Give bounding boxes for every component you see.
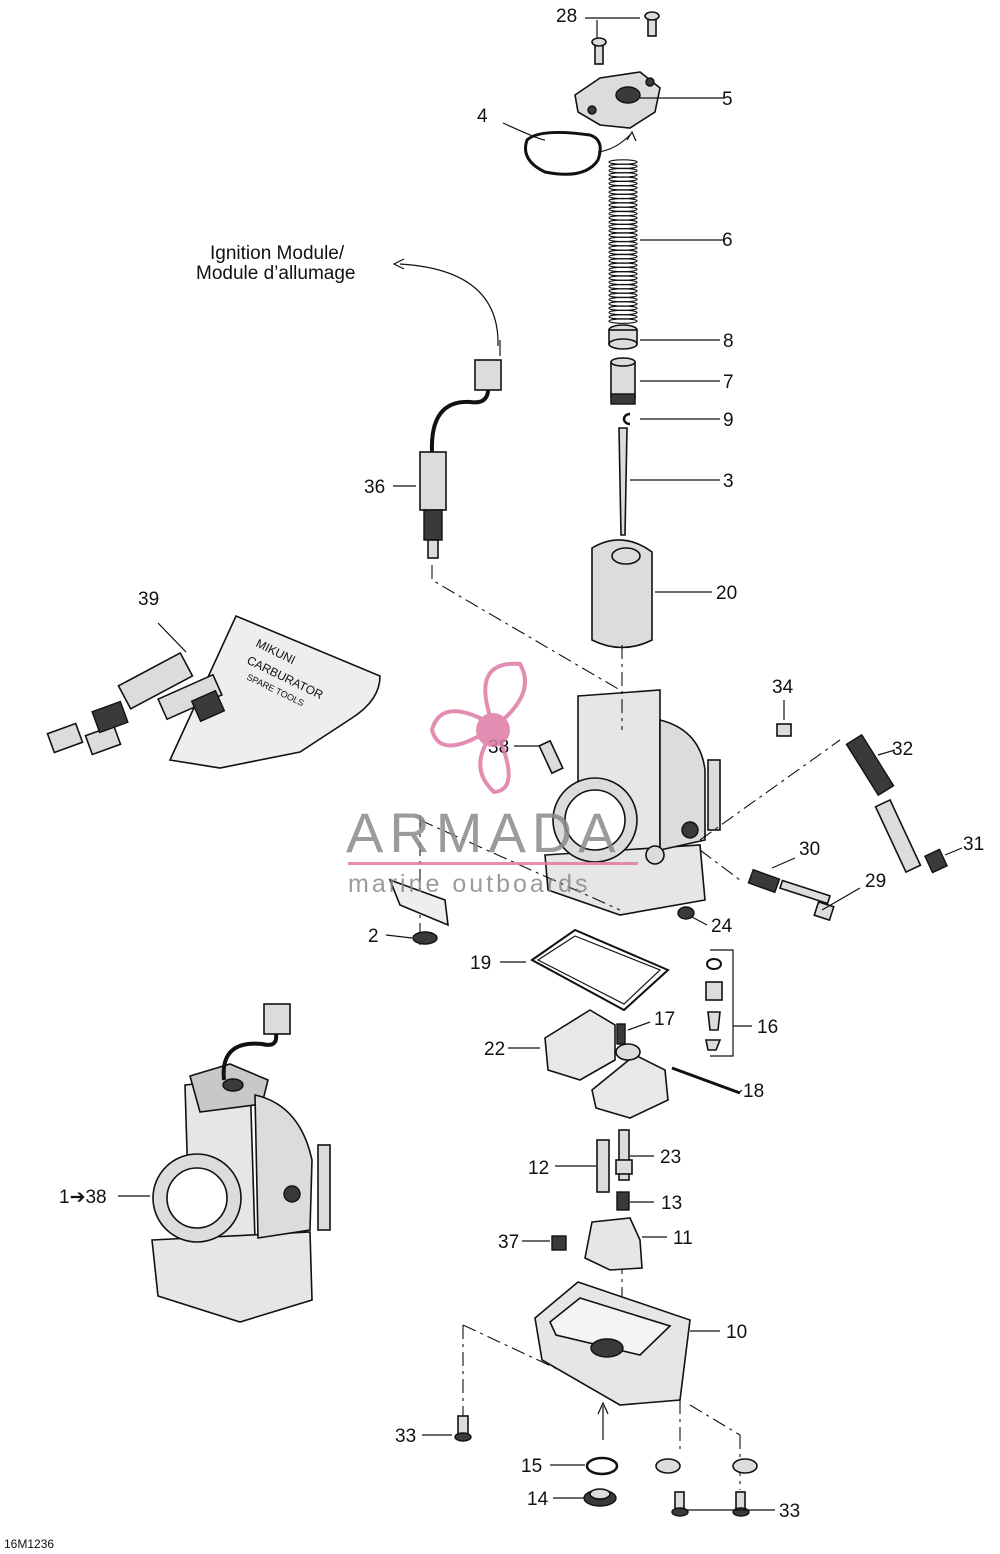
jet-needle-3 (618, 427, 628, 536)
watermark-underline (348, 862, 638, 865)
screw-28-left (591, 37, 607, 65)
callout-34: 34 (772, 677, 794, 698)
callout-24: 24 (711, 916, 733, 937)
throttle-position-sensor-36 (419, 340, 502, 559)
float-22 (544, 1009, 669, 1119)
screw-17 (616, 1023, 626, 1045)
washer-left (655, 1458, 681, 1474)
callout-7: 7 (723, 372, 734, 393)
e-clip-9 (622, 412, 631, 426)
needle-jet-12 (596, 1139, 610, 1193)
needle-valve-assembly-16 (705, 949, 734, 1057)
mixing-chamber-cap-5 (574, 71, 661, 129)
screw-33-bottom-right (732, 1491, 750, 1517)
callout-39: 39 (138, 589, 159, 610)
callout-18: 18 (743, 1081, 764, 1102)
callout-29: 29 (865, 871, 886, 892)
pilot-jet-38-top (538, 739, 564, 775)
throttle-valve-20 (591, 539, 653, 649)
callout-11: 11 (673, 1228, 693, 1249)
callout-4: 4 (477, 106, 488, 127)
propeller-logo-icon (429, 661, 527, 795)
callout-20: 20 (716, 583, 737, 604)
callout-9: 9 (723, 410, 734, 431)
callout-14: 14 (527, 1489, 549, 1510)
ignition-module-note: Ignition Module/ Module d’allumage (196, 243, 356, 284)
screw-33-left (454, 1415, 472, 1442)
cap-24 (677, 906, 695, 920)
callout-33-left: 33 (395, 1426, 416, 1447)
spring-30 (747, 868, 781, 894)
spring-coil (608, 318, 638, 324)
figure-code: 16M1236 (4, 1537, 54, 1551)
note-line-1: Ignition Module/ (210, 243, 345, 264)
callout-5: 5 (722, 89, 733, 110)
callout-10: 10 (726, 1322, 747, 1343)
spring-seat-8 (608, 324, 638, 350)
callout-1-to-38: 1➔38 (59, 1187, 107, 1208)
screw-34 (776, 723, 792, 737)
main-jet-23 (615, 1129, 633, 1181)
callout-labels: 28 5 4 6 8 7 9 3 36 20 39 34 38 32 31 30… (59, 6, 984, 1522)
plug-14 (583, 1488, 617, 1507)
callout-16: 16 (757, 1017, 778, 1038)
watermark-brand: ARMADA (346, 801, 622, 864)
callout-30: 30 (799, 839, 820, 860)
callout-19: 19 (470, 953, 491, 974)
spring-32 (845, 733, 895, 797)
spring-6 (608, 159, 638, 324)
gasket-19 (530, 928, 670, 1012)
callout-8: 8 (723, 331, 734, 352)
callout-37: 37 (498, 1232, 519, 1253)
screw-29 (778, 879, 835, 922)
tool-kit-39: MIKUNI CARBURATOR SPARE TOOLS (46, 614, 381, 769)
callout-12: 12 (528, 1158, 549, 1179)
callout-2: 2 (368, 926, 379, 947)
float-pin-18 (671, 1066, 741, 1095)
note-line-2: Module d’allumage (196, 263, 356, 284)
callout-6: 6 (722, 230, 733, 251)
screw-28-right (644, 11, 660, 37)
callout-28: 28 (556, 6, 577, 27)
callout-31: 31 (963, 834, 984, 855)
screw-31 (874, 798, 948, 874)
callout-33-right: 33 (779, 1501, 800, 1522)
callout-17: 17 (654, 1009, 675, 1030)
baffle-11 (584, 1217, 643, 1271)
bracket-2 (388, 878, 449, 945)
callout-23: 23 (660, 1147, 681, 1168)
callout-36: 36 (364, 477, 385, 498)
o-ring-4 (524, 130, 602, 176)
watermark: ARMADA marine outboards (346, 661, 638, 898)
needle-holder-7 (610, 357, 636, 405)
pilot-jet-13 (616, 1191, 630, 1211)
float-bowl-10 (534, 1281, 691, 1406)
washer-right (732, 1458, 758, 1474)
callout-15: 15 (521, 1456, 542, 1477)
screw-33-bottom-left (671, 1491, 689, 1517)
assembled-carburetor (151, 1003, 331, 1323)
plug-37 (551, 1235, 567, 1251)
leader-lines (118, 97, 963, 1511)
watermark-tagline: marine outboards (348, 870, 591, 898)
callout-32: 32 (892, 739, 913, 760)
callout-22: 22 (484, 1039, 505, 1060)
o-ring-15 (585, 1456, 619, 1476)
callout-3: 3 (723, 471, 734, 492)
callout-13: 13 (661, 1193, 682, 1214)
